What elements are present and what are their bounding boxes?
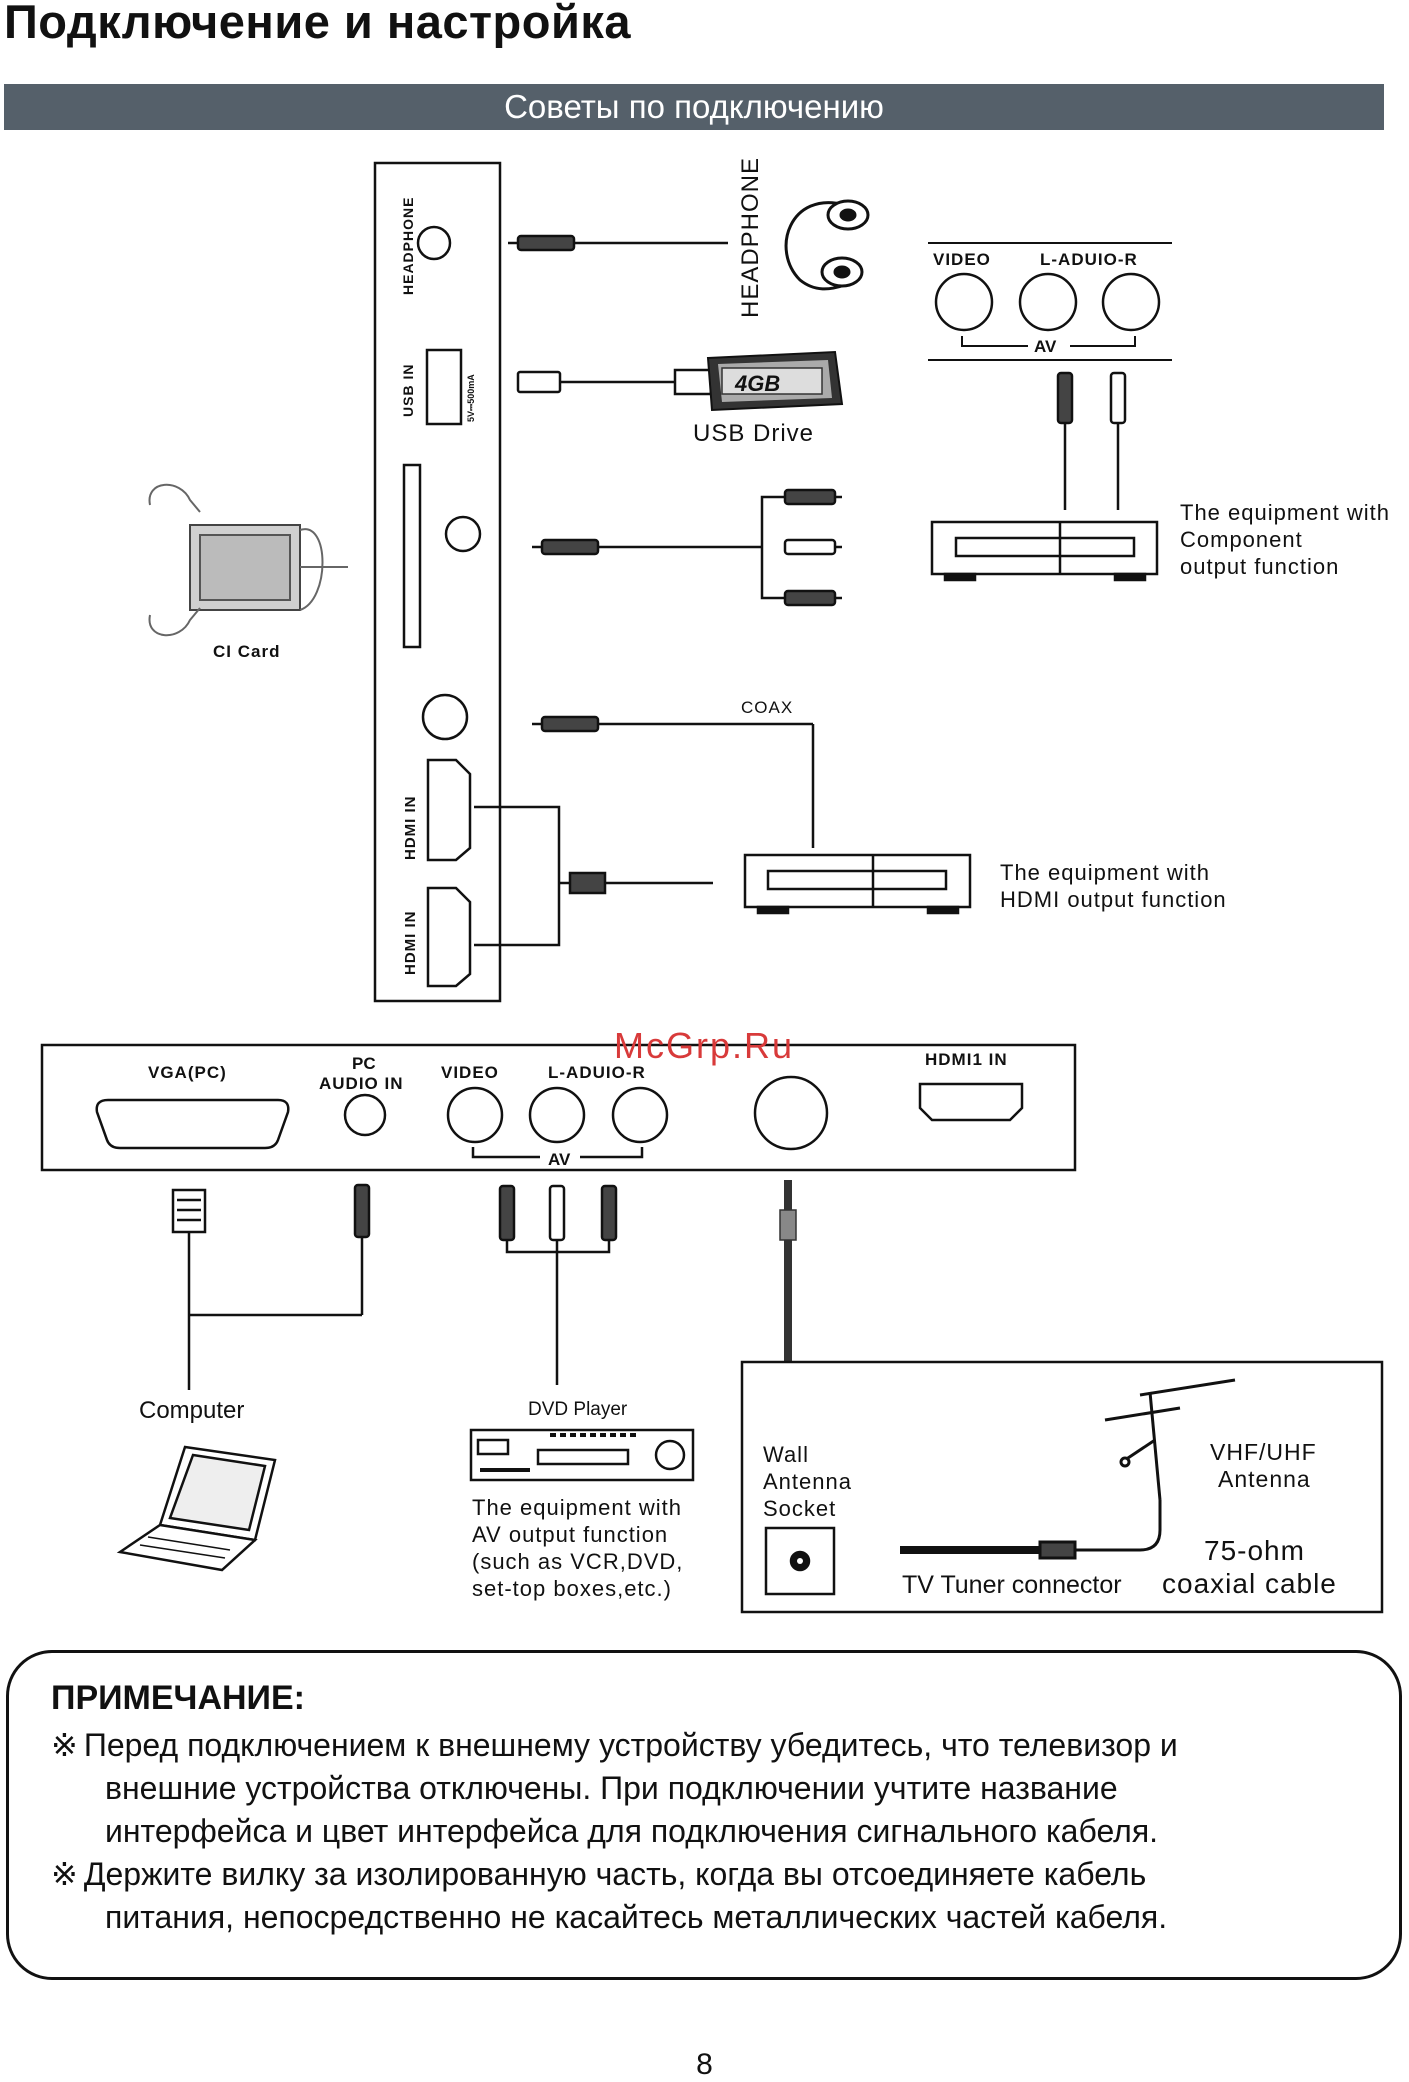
vhf-uhf-label-1: VHF/UHF [1210, 1439, 1317, 1465]
hdmi1-port [918, 1082, 1024, 1122]
coax-cable [532, 715, 815, 848]
rf-port [753, 1075, 829, 1151]
pc-audio-label-1: PC [352, 1054, 376, 1073]
component-plugs [1056, 371, 1127, 510]
note-item-1: ※Перед подключением к внешнему устройств… [51, 1724, 1359, 1853]
bottom-video-label: VIDEO [441, 1063, 499, 1082]
dvd-player-label: DVD Player [528, 1399, 628, 1420]
tv-tuner-label: TV Tuner connector [902, 1571, 1122, 1599]
av-lr-label: L-ADUIO-R [1040, 250, 1138, 269]
hdmi-port-2 [426, 886, 472, 988]
pc-audio-label-2: AUDIO IN [319, 1074, 404, 1093]
ci-card-icon [148, 483, 348, 637]
av-cables [498, 1184, 618, 1385]
headphone-cable [508, 234, 728, 252]
hdmi-device-icon [743, 853, 972, 915]
vga-label: VGA(PC) [148, 1063, 227, 1082]
usb-drive-icon: 4GB [706, 350, 844, 412]
antenna-box [740, 1360, 1384, 1614]
wall-socket-label-1: Wall [763, 1442, 809, 1467]
dvd-player-icon [469, 1428, 695, 1482]
component-device-icon [930, 520, 1159, 582]
video-port [446, 1086, 504, 1144]
component-cable [532, 488, 842, 607]
note-item-1-first: Перед подключением к внешнему устройству… [83, 1727, 1178, 1763]
headphone-port [416, 225, 452, 261]
note-mark-icon: ※ [51, 1856, 78, 1892]
side-headphone-label: HEADPHONE [400, 197, 416, 295]
bottom-lr-label: L-ADUIO-R [548, 1063, 646, 1082]
section-banner: Советы по подключению [4, 84, 1384, 130]
coax-label: COAX [741, 698, 793, 717]
headphone-label: HEADPHONE [737, 157, 764, 318]
usb-cable [516, 368, 713, 396]
usb-rating-label: 5V⎓500mA [466, 374, 476, 422]
vhf-antenna-icon [900, 1378, 1236, 1560]
side-usb-label: USB IN [400, 364, 416, 417]
page-title: Подключение и настройка [4, 0, 632, 48]
component-label-1: The equipment with [1180, 500, 1390, 525]
usb-capacity-label: 4GB [734, 371, 780, 396]
av-video-label: VIDEO [933, 250, 991, 269]
av-equipment-label-4: set-top boxes,etc.) [472, 1576, 672, 1601]
hdmi1-label: HDMI1 IN [925, 1050, 1008, 1069]
wall-socket-icon [764, 1526, 836, 1596]
ohm-label: 75-ohm [1204, 1535, 1305, 1566]
av-equipment-label-1: The equipment with [472, 1495, 682, 1520]
coax-port [421, 693, 469, 741]
side-hdmi-label-2: HDMI IN [402, 911, 419, 976]
wall-socket-label-3: Socket [763, 1496, 836, 1521]
side-hdmi-label-1: HDMI IN [402, 796, 419, 861]
component-label-2: Component [1180, 527, 1303, 552]
computer-label: Computer [139, 1397, 244, 1424]
vga-audio-cables [171, 1183, 371, 1390]
coaxial-cable-label: coaxial cable [1162, 1568, 1337, 1599]
audio-l-port [528, 1086, 586, 1144]
vga-port [95, 1098, 290, 1150]
note-item-2-first: Держите вилку за изолированную часть, ко… [83, 1856, 1147, 1892]
audio-r-port [611, 1086, 669, 1144]
usb-drive-label: USB Drive [693, 420, 814, 447]
rf-cable [779, 1180, 797, 1362]
page-number: 8 [696, 2048, 713, 2081]
note-item-1-line-2: внешние устройства отключены. При подклю… [105, 1770, 1118, 1806]
bottom-panel [40, 1043, 1077, 1172]
note-item-2-line-2: питания, непосредственно не касайтесь ме… [105, 1899, 1168, 1935]
note-item-2: ※Держите вилку за изолированную часть, к… [51, 1853, 1359, 1939]
pc-audio-port [343, 1093, 387, 1137]
vhf-uhf-label-2: Antenna [1218, 1466, 1311, 1492]
watermark: McGrp.Ru [614, 1025, 794, 1066]
av-group-label: AV [1034, 337, 1057, 356]
usb-port [425, 348, 463, 426]
hdmi-port-1 [426, 758, 472, 862]
av-input-panel [928, 242, 1172, 361]
av-equipment-label-3: (such as VCR,DVD, [472, 1549, 683, 1574]
component-label-3: output function [1180, 554, 1339, 579]
note-heading: ПРИМЕЧАНИЕ: [51, 1679, 305, 1717]
ci-card-label: CI Card [213, 642, 280, 661]
bottom-av-label: AV [548, 1150, 571, 1169]
av-equipment-label-2: AV output function [472, 1522, 668, 1547]
hdmi-equipment-label-2: HDMI output function [1000, 887, 1227, 912]
hdmi-cable [474, 805, 713, 947]
component-port [444, 515, 482, 553]
note-box: ПРИМЕЧАНИЕ: ※Перед подключением к внешне… [6, 1650, 1402, 1980]
hdmi-equipment-label-1: The equipment with [1000, 860, 1210, 885]
connection-diagram: HEADPHONE USB IN 5V⎓500mA HDMI IN HDMI I… [40, 157, 1390, 1614]
laptop-icon [116, 1445, 277, 1572]
headphone-icon [784, 199, 870, 291]
note-item-1-line-3: интерфейса и цвет интерфейса для подключ… [105, 1813, 1159, 1849]
ci-card-slot [402, 463, 422, 649]
side-panel [373, 161, 502, 1003]
note-mark-icon: ※ [51, 1727, 78, 1763]
wall-socket-label-2: Antenna [763, 1469, 852, 1494]
